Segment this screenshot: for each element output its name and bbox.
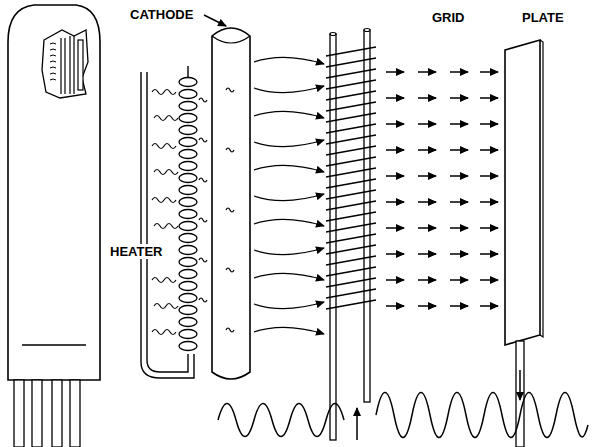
part-label: GRID [430, 10, 467, 25]
part-label: CATHODE [128, 7, 195, 22]
part-label: PLATE [520, 10, 566, 25]
part-label: HEATER [108, 244, 164, 259]
